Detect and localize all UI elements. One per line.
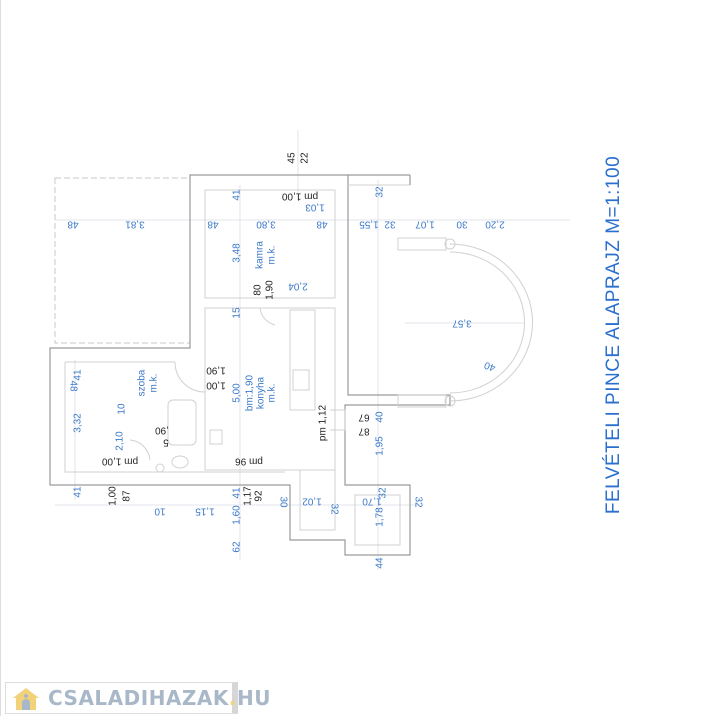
dimension-label: 41 [73, 369, 84, 381]
dimension-label: ,90 [155, 425, 169, 436]
dimension-label: 32 [384, 219, 396, 230]
dimension-label: 41 [232, 189, 243, 201]
logo-name: CSALADIHAZAK [48, 686, 229, 710]
room-label: kamra [255, 241, 266, 269]
dimension-label: 1,00 [108, 486, 119, 506]
dimension-label: 32 [375, 186, 386, 198]
dimension-label: 1,07 [415, 219, 435, 230]
dimension-label: 1,00 [206, 380, 226, 391]
dimension-label: 48 [68, 380, 79, 392]
dimension-label: 87 [358, 426, 370, 437]
dimension-label: 1,95 [375, 436, 386, 456]
room-label: bm:1,90 [245, 374, 256, 411]
dimension-lines [55, 130, 570, 570]
dimension-label: 1,90 [265, 280, 276, 300]
terrace [397, 237, 533, 408]
dimension-label: 41 [232, 487, 243, 499]
logo-tld: HU [237, 686, 271, 710]
room-label: m.k. [267, 384, 278, 403]
site-logo[interactable]: CSALADIHAZAK.HU [5, 682, 271, 714]
dimension-label: 1,60 [232, 505, 243, 525]
toilet-icon [171, 455, 189, 469]
dimension-label: 67 [358, 412, 370, 423]
room-label: pm 1,00 [281, 191, 318, 202]
dimension-label: 48 [207, 219, 219, 230]
dimension-label: 1,70 [362, 496, 382, 507]
dimension-label: 1,55 [359, 219, 379, 230]
stove-icon [209, 429, 223, 445]
bathtub-icon [167, 399, 197, 446]
dimension-label: 32 [329, 503, 340, 515]
house-icon [12, 686, 40, 710]
dimension-label: 22 [300, 152, 311, 164]
dimension-label: 1,17 [243, 486, 254, 506]
dimension-label: 10 [154, 506, 166, 517]
dimension-label: 30 [278, 496, 289, 508]
dimension-label: 3,32 [73, 413, 84, 433]
room-label: konyha [256, 376, 267, 409]
dimension-label: 80 [253, 284, 264, 296]
dimension-label: 2,10 [115, 431, 126, 451]
sink-icon [155, 463, 165, 473]
left-upper-room-outline [54, 177, 191, 344]
dimension-label: 1,02 [302, 496, 322, 507]
dimension-label: 3,48 [232, 243, 243, 263]
page-edge [0, 0, 1, 716]
dimension-label: 41 [73, 486, 84, 498]
dimension-label: 1,90 [206, 365, 226, 376]
room-label: m.k. [267, 246, 278, 265]
room-label: pm 96 [235, 456, 263, 467]
dimension-label: 2,04 [288, 281, 308, 292]
dimension-label: 1,03 [305, 202, 325, 213]
room-label: m.k. [149, 374, 160, 393]
room-label: pm 1,00 [101, 456, 138, 467]
dimension-label: 44 [375, 557, 386, 569]
dimension-label: 30 [456, 219, 468, 230]
walls [49, 174, 451, 556]
logo-text: CSALADIHAZAK.HU [48, 686, 271, 710]
dimension-label: 5,00 [232, 383, 243, 403]
dimension-label: 48 [316, 219, 328, 230]
dimension-label: 48 [67, 219, 79, 230]
dimension-label: 62 [232, 541, 243, 553]
bathroom-fixtures [155, 399, 223, 473]
dimension-label: 3,57 [452, 318, 472, 329]
drawing-title: FELVÉTELI PINCE ALAPRAJZ M=1:100 [603, 156, 624, 514]
dimension-label: 45 [287, 152, 298, 164]
dimension-label: 3,81 [125, 219, 145, 230]
dimension-label: 32 [378, 487, 389, 499]
dimension-label: 15 [232, 307, 243, 319]
dimension-label: 5 [163, 437, 169, 448]
room-label: pm 1,12 [318, 404, 329, 441]
dimension-label: 87 [122, 490, 133, 502]
dimension-label: 32 [413, 496, 424, 508]
dimension-label: 3,80 [256, 219, 276, 230]
dimension-label: 2,20 [485, 219, 505, 230]
dimension-label: 10 [117, 403, 128, 415]
dimension-label: 1,78 [375, 507, 386, 527]
doors [129, 307, 276, 461]
room-label: szoba [137, 369, 148, 396]
dimension-label: 92 [254, 490, 265, 502]
logo-dot: . [228, 686, 238, 710]
dimension-label: 1,15 [195, 506, 215, 517]
dimension-label: 40 [482, 359, 497, 373]
dimension-label: 40 [375, 411, 386, 423]
